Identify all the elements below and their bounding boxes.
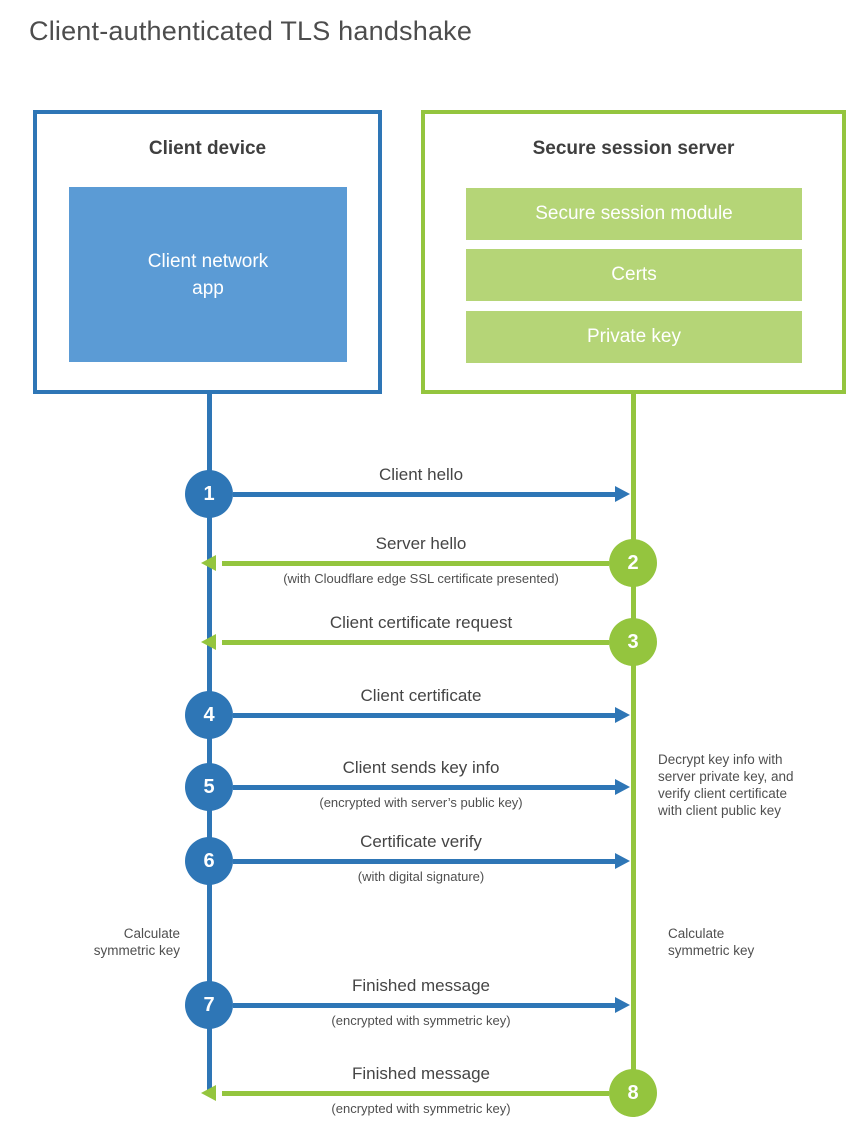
server-module-certs: Certs xyxy=(466,249,802,301)
step-3-circle: 3 xyxy=(609,618,657,666)
client-device-heading: Client device xyxy=(148,138,267,159)
step-5-circle: 5 xyxy=(185,763,233,811)
step-2-arrowhead-icon xyxy=(201,555,216,571)
client-lifeline xyxy=(207,394,212,1095)
step-3-arrow xyxy=(222,640,609,645)
step-4-label: Client certificate xyxy=(360,686,482,705)
secure-session-server-box: Secure session server Secure session mod… xyxy=(421,110,846,394)
step-2-label: Server hello xyxy=(375,534,467,553)
server-module-secure-session-module: Secure session module xyxy=(466,188,802,240)
step-7-sublabel: (encrypted with symmetric key) xyxy=(331,1013,511,1028)
calculate-symmetric-key-server-note: Calculate symmetric key xyxy=(668,926,755,958)
step-5-label: Client sends key info xyxy=(342,758,500,777)
step-5-arrow xyxy=(233,785,616,790)
step-6-sublabel: (with digital signature) xyxy=(357,869,485,884)
step-6-circle: 6 xyxy=(185,837,233,885)
step-5-arrowhead-icon xyxy=(615,779,630,795)
step-1-circle: 1 xyxy=(185,470,233,518)
calculate-symmetric-key-client-note: Calculate symmetric key xyxy=(93,926,180,958)
step-1-arrowhead-icon xyxy=(615,486,630,502)
server-lifeline xyxy=(631,394,636,1093)
decrypt-note: Decrypt key info with server private key… xyxy=(658,752,794,818)
step-6-label: Certificate verify xyxy=(360,832,482,851)
step-2-circle: 2 xyxy=(609,539,657,587)
step-4-arrow xyxy=(233,713,616,718)
step-3-arrowhead-icon xyxy=(201,634,216,650)
server-heading: Secure session server xyxy=(532,138,735,159)
step-7-arrow xyxy=(233,1003,616,1008)
step-8-label: Finished message xyxy=(352,1064,490,1083)
step-4-arrowhead-icon xyxy=(615,707,630,723)
page-title: Client-authenticated TLS handshake xyxy=(29,16,473,46)
server-module-private-key: Private key xyxy=(466,311,802,363)
step-7-arrowhead-icon xyxy=(615,997,630,1013)
step-8-arrow xyxy=(222,1091,609,1096)
step-5-sublabel: (encrypted with server’s public key) xyxy=(319,795,523,810)
step-2-arrow xyxy=(222,561,609,566)
client-device-box: Client device Client network app xyxy=(33,110,382,394)
step-8-sublabel: (encrypted with symmetric key) xyxy=(331,1101,511,1116)
step-8-circle: 8 xyxy=(609,1069,657,1117)
step-1-arrow xyxy=(233,492,616,497)
client-network-app-box: Client network app xyxy=(69,187,347,362)
step-7-label: Finished message xyxy=(352,976,490,995)
step-1-label: Client hello xyxy=(378,465,464,484)
step-4-circle: 4 xyxy=(185,691,233,739)
step-6-arrow xyxy=(233,859,616,864)
step-2-sublabel: (with Cloudflare edge SSL certificate pr… xyxy=(283,571,559,586)
step-8-arrowhead-icon xyxy=(201,1085,216,1101)
step-7-circle: 7 xyxy=(185,981,233,1029)
step-3-label: Client certificate request xyxy=(329,613,513,632)
step-6-arrowhead-icon xyxy=(615,853,630,869)
